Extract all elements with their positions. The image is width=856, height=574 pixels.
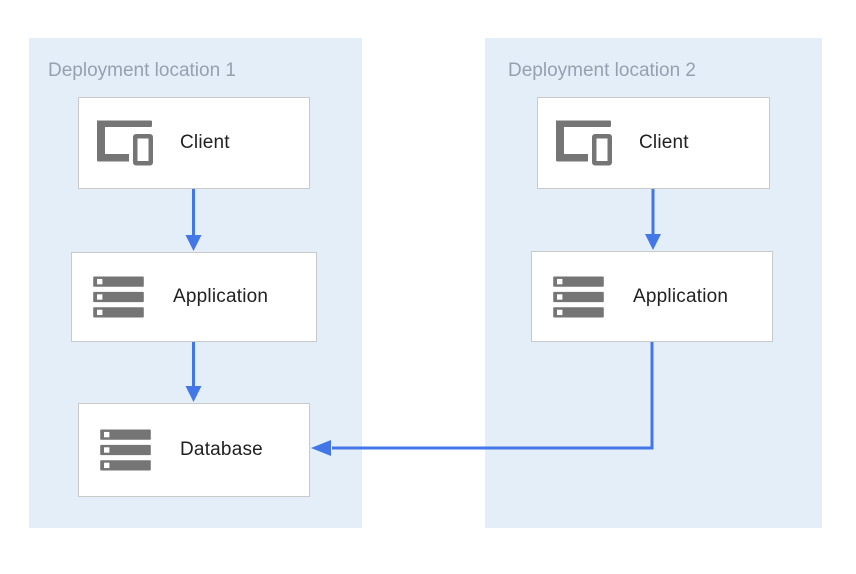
node-application-1-label: Application [173, 286, 269, 307]
zone-2-title: Deployment location 2 [508, 60, 696, 81]
node-database-1: Database [78, 403, 310, 497]
server-stack-icon [93, 277, 144, 318]
server-stack-icon [553, 276, 604, 317]
node-application-1: Application [71, 252, 317, 342]
node-client-1-label: Client [180, 132, 230, 153]
server-stack-icon [100, 430, 151, 471]
node-application-2: Application [531, 251, 773, 342]
node-database-1-label: Database [180, 439, 263, 460]
devices-icon [556, 121, 613, 166]
devices-icon [97, 121, 154, 166]
node-client-2: Client [537, 97, 770, 189]
node-client-2-label: Client [639, 132, 689, 153]
zone-1-title: Deployment location 1 [48, 60, 236, 81]
node-client-1: Client [78, 97, 310, 189]
node-application-2-label: Application [633, 285, 729, 307]
